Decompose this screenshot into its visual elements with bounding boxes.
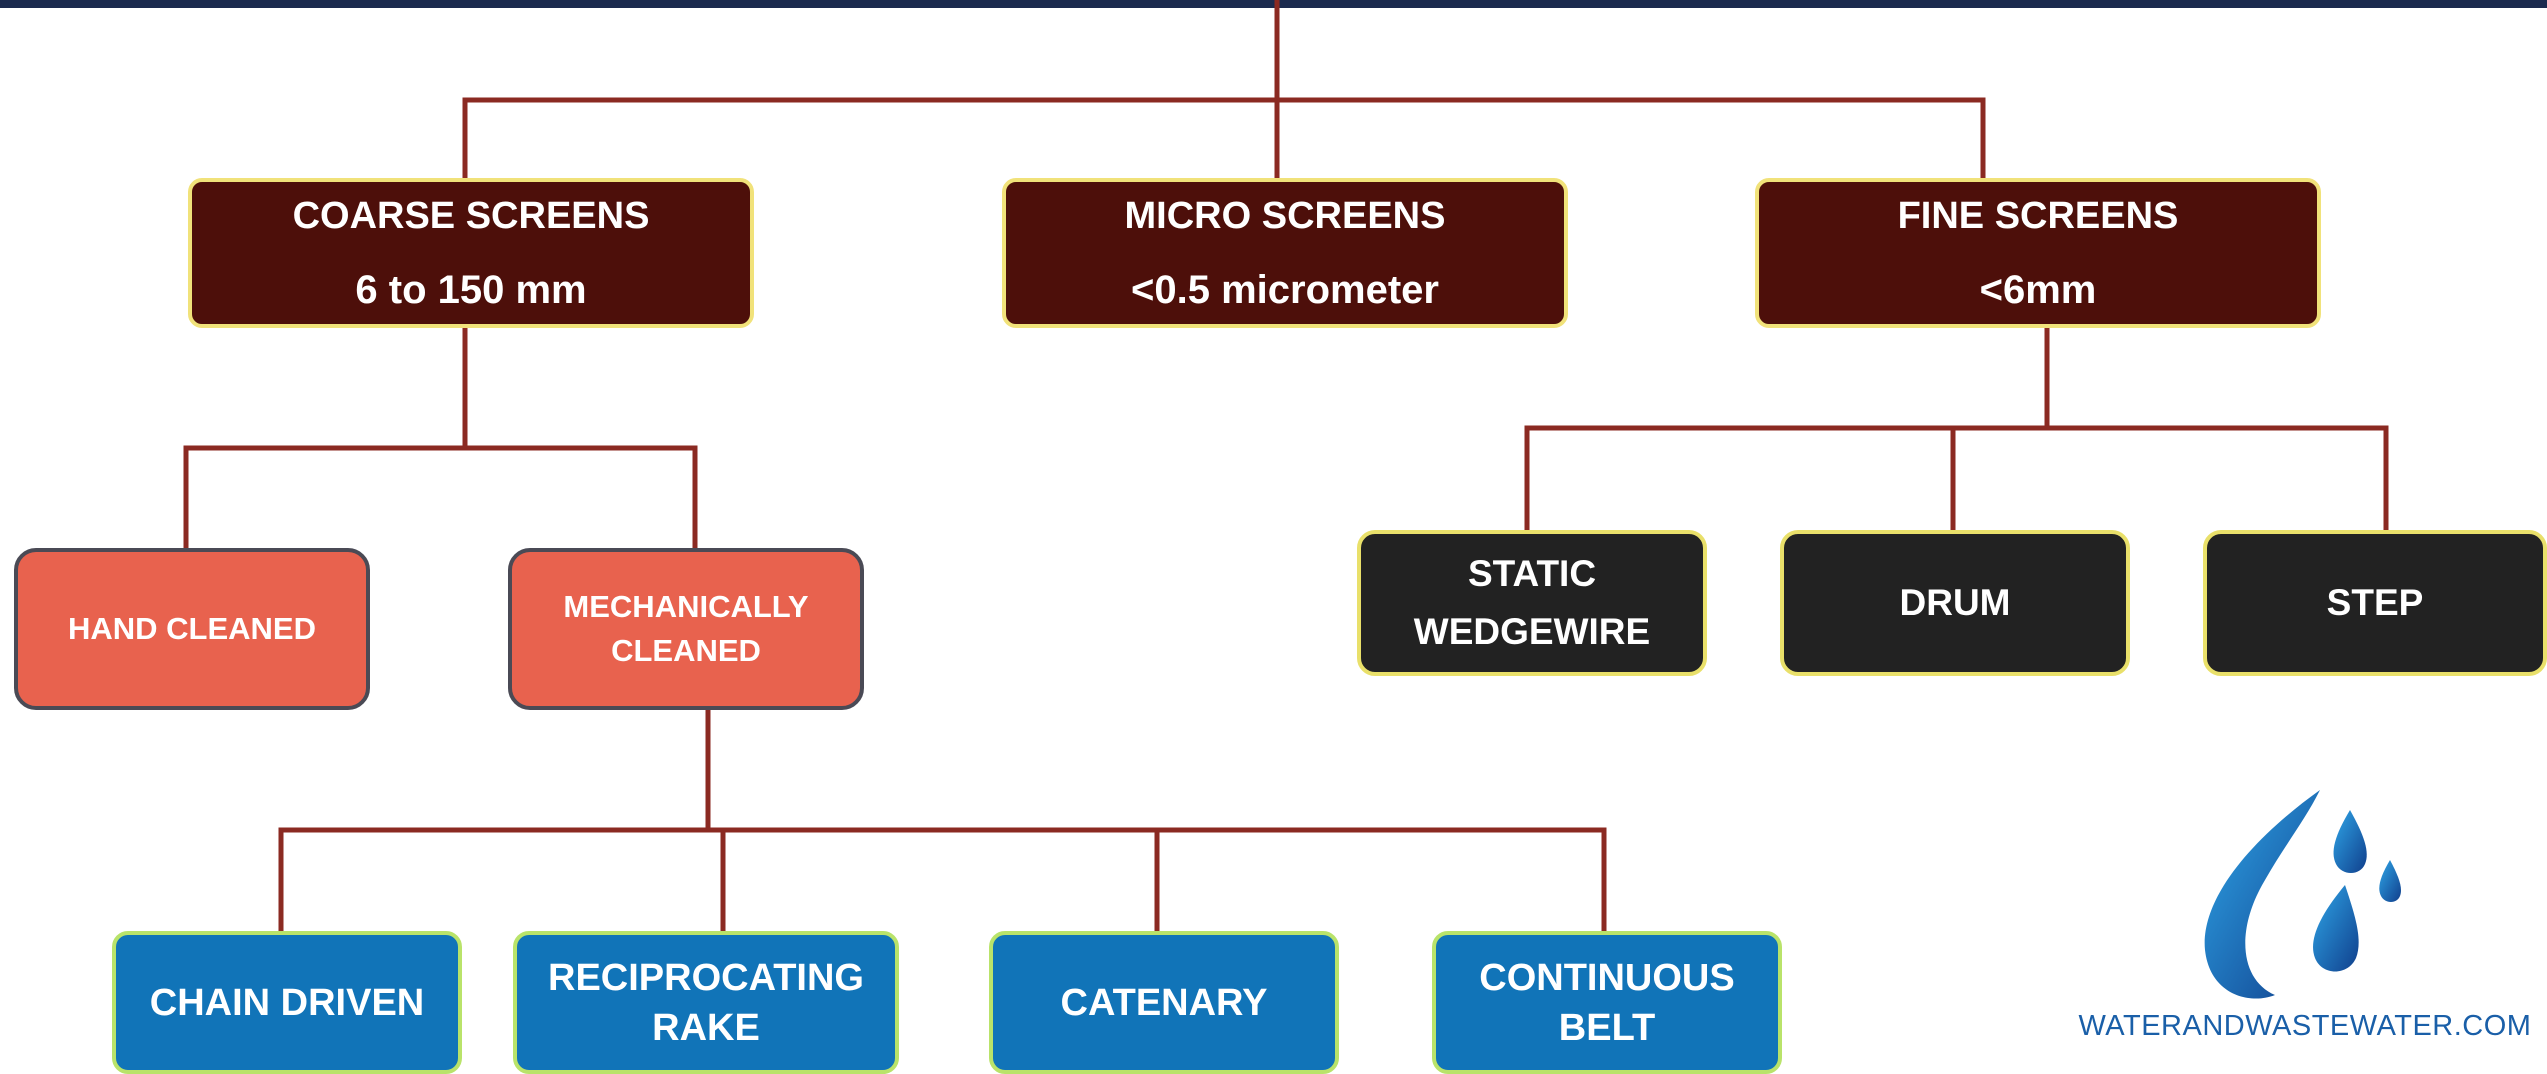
reciprocating-rake-box: RECIPROCATING RAKE [513,931,899,1074]
hand-cleaned-box: HAND CLEANED [14,548,370,710]
static-wedgewire-box: STATIC WEDGEWIRE [1357,530,1707,676]
drum-box: DRUM [1780,530,2130,676]
connector-level1 [462,97,1986,180]
static-wedgewire-line2: WEDGEWIRE [1413,611,1651,652]
chain-driven-label: CHAIN DRIVEN [149,981,425,1024]
micro-screens-box: MICRO SCREENS <0.5 micrometer [1002,178,1568,328]
coarse-screens-box: COARSE SCREENS 6 to 150 mm [188,178,754,328]
connector-fine-children [1524,425,2389,532]
mechanically-cleaned-line1: MECHANICALLY [563,589,809,624]
fine-screens-title: FINE SCREENS [1897,195,2179,237]
top-bar [0,0,2547,8]
chain-driven-box: CHAIN DRIVEN [112,931,462,1074]
logo-text: WATERANDWASTEWATER.COM [2078,1010,2532,1042]
coarse-screens-size: 6 to 150 mm [355,268,587,312]
coarse-screens-title: COARSE SCREENS [292,195,650,237]
continuous-belt-box: CONTINUOUS BELT [1432,931,1782,1074]
reciprocating-rake-line2: RAKE [652,1006,760,1049]
continuous-belt-line1: CONTINUOUS [1479,956,1735,999]
hand-cleaned-label: HAND CLEANED [68,611,316,646]
connector-coarse-children [183,445,698,550]
catenary-box: CATENARY [989,931,1339,1074]
step-label: STEP [2326,582,2424,623]
catenary-label: CATENARY [1060,981,1268,1024]
micro-screens-title: MICRO SCREENS [1124,195,1446,237]
drum-label: DRUM [1899,582,2011,623]
fine-screens-size: <6mm [1979,268,2097,312]
fine-screens-box: FINE SCREENS <6mm [1755,178,2321,328]
connector-mechanical-children [278,827,1607,933]
continuous-belt-line2: BELT [1558,1006,1656,1049]
reciprocating-rake-line1: RECIPROCATING [548,956,864,999]
mechanically-cleaned-box: MECHANICALLY CLEANED [508,548,864,710]
static-wedgewire-line1: STATIC [1467,553,1597,594]
water-drops-logo-icon [2204,790,2401,999]
step-box: STEP [2203,530,2547,676]
micro-screens-size: <0.5 micrometer [1131,268,1439,312]
mechanically-cleaned-line2: CLEANED [611,633,761,668]
